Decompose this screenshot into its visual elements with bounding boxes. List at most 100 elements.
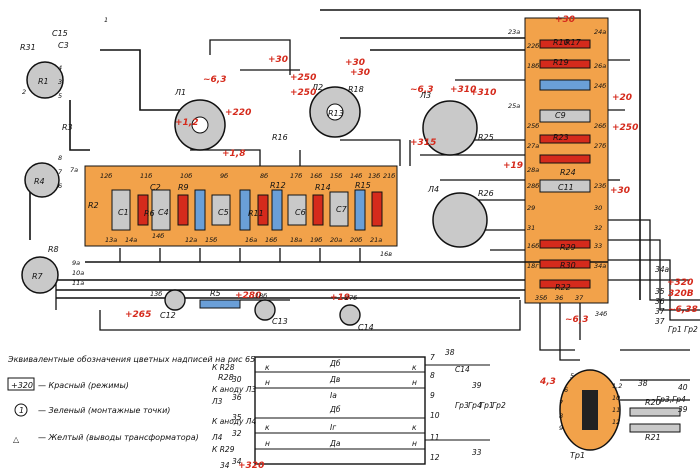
left-side-label: 6 — [58, 182, 62, 190]
left-side-label: 1 — [104, 16, 108, 24]
left-side-label: 11а — [72, 279, 84, 287]
left-board-label: 10б — [180, 172, 192, 180]
table-pin: н — [412, 439, 417, 448]
table-mid: н — [265, 439, 270, 448]
label-C2: C2 — [150, 183, 161, 192]
label-L2: Л2 — [311, 83, 323, 92]
legend-item-text: — Зеленый (монтажные точки) — [38, 406, 170, 415]
table-right: 12 — [430, 453, 440, 462]
label-R19: R19 — [553, 58, 569, 67]
left-board-label: 18а — [290, 236, 302, 244]
voltage-label: +220 — [225, 108, 251, 118]
label-C4: C4 — [158, 208, 169, 217]
left-board-label: 11б — [140, 172, 152, 180]
label-C5: C5 — [218, 208, 229, 217]
voltage-label: +1,8 — [222, 149, 245, 159]
voltage-label: +30 — [610, 186, 630, 196]
table-extra: 39 — [472, 381, 482, 390]
capacitor-C14 — [339, 304, 361, 326]
left-board-label: 20б — [350, 236, 362, 244]
label-R10: R10 — [553, 38, 569, 47]
right-board-label: 28а — [527, 166, 539, 174]
label-R2: R2 — [88, 201, 99, 210]
label-R24: R24 — [560, 168, 576, 177]
table-mid: к — [265, 363, 270, 372]
right-board-label: 26б — [594, 122, 606, 130]
left-board-label: 17б — [290, 172, 302, 180]
right-board-label: 22б — [527, 42, 539, 50]
table-pin: н — [412, 378, 417, 387]
top-voltage-3: +30 — [350, 68, 370, 78]
capacitor-C12 — [164, 289, 186, 311]
label-R9: R9 — [178, 183, 189, 192]
legend-item-text: — Красный (режимы) — [38, 381, 129, 390]
transformer-label: 4,3 — [539, 377, 556, 387]
left-board-label: 16а — [245, 236, 257, 244]
legend-symbol-box — [7, 377, 35, 391]
tube-L4 — [432, 192, 488, 248]
transformer-label: 5 — [570, 372, 574, 380]
top-voltage-5: +310 — [450, 85, 476, 95]
left-board-label: 13а — [105, 236, 117, 244]
voltage-labels: +30 +250 +30 +310 +220 +1,2 +1,8 +315 +1… — [125, 15, 693, 325]
label-R16: R16 — [272, 133, 288, 142]
table-num: 30 — [232, 375, 242, 384]
right-terminal-label: 37 — [655, 307, 665, 316]
label-C7: C7 — [336, 205, 348, 214]
label-L1: Л1 — [174, 88, 186, 97]
transformer-label: Гр3,Гр4 — [656, 395, 686, 404]
table-extra: Гр1 — [480, 401, 494, 410]
label-R21: R21 — [645, 433, 661, 442]
right-board-label: 37 — [575, 294, 584, 302]
left-board-label: 16б — [310, 172, 322, 180]
table-num: 36 — [232, 393, 242, 402]
transformer-label: 39 — [678, 405, 688, 414]
table-right: 7 — [430, 353, 435, 362]
right-board-label: 26а — [594, 62, 606, 70]
label-R15: R15 — [355, 181, 371, 190]
right-board-label: 33 — [594, 242, 602, 250]
left-board-label: 8б — [260, 172, 268, 180]
left-board-label: 14а — [125, 236, 137, 244]
right-board-label: 31 — [527, 224, 535, 232]
right-terminal-label: ~6,38 — [668, 305, 698, 315]
table-extra: C14 — [455, 365, 470, 374]
label-R23: R23 — [553, 133, 569, 142]
potentiometer-R1 — [26, 61, 64, 99]
label-R20: R20 — [645, 398, 661, 407]
right-terminals: 34а 35 36 37 37 320В ~6,38 Гр1 Гр2 — [655, 265, 698, 334]
right-board-label: 36 — [555, 294, 563, 302]
left-side-label: 7 — [58, 168, 63, 176]
voltage-label: +1,2 — [175, 118, 198, 128]
right-board-components — [539, 39, 591, 289]
right-board-label: 24б — [594, 82, 606, 90]
right-board-label: 18б — [527, 62, 539, 70]
table-left-label: К аноду Л3 — [212, 385, 256, 394]
voltage-label: +280 — [235, 291, 261, 301]
label-C1: C1 — [118, 208, 129, 217]
table-left-label: К аноду Л4 — [212, 417, 256, 426]
legend-item-text: — Желтый (выводы трансформатора) — [38, 433, 199, 442]
label-R17: R17 — [565, 38, 582, 47]
left-side-label: 8 — [58, 154, 62, 162]
left-side-label: 3 — [58, 78, 62, 86]
right-terminal-label: 37 — [655, 317, 665, 326]
voltage-label: ~6,3 — [565, 315, 588, 325]
right-board-label: 16б — [527, 242, 539, 250]
lower-label: 18б — [255, 292, 267, 300]
left-board-labels: 12б 11б 10б 9б 8б 17б 16б 15б 14б 13б 21… — [22, 16, 395, 287]
voltage-label: +250 — [612, 123, 638, 133]
label-C11: C11 — [558, 183, 574, 192]
label-R12: R12 — [270, 181, 286, 190]
label-R6: R6 — [144, 209, 155, 218]
bottom-table: К R28 30 К аноду Л3 36 Л3 35 К аноду Л4 … — [211, 348, 506, 471]
table-extra: +320 — [238, 461, 264, 471]
voltage-label: +250 — [290, 88, 316, 98]
label-C9: C9 — [555, 111, 566, 120]
transformer-label: 9 — [559, 424, 563, 432]
table-center: Дв — [329, 375, 340, 384]
right-terminal-label: 36 — [655, 297, 665, 306]
right-terminal-label: 320В — [668, 289, 694, 299]
